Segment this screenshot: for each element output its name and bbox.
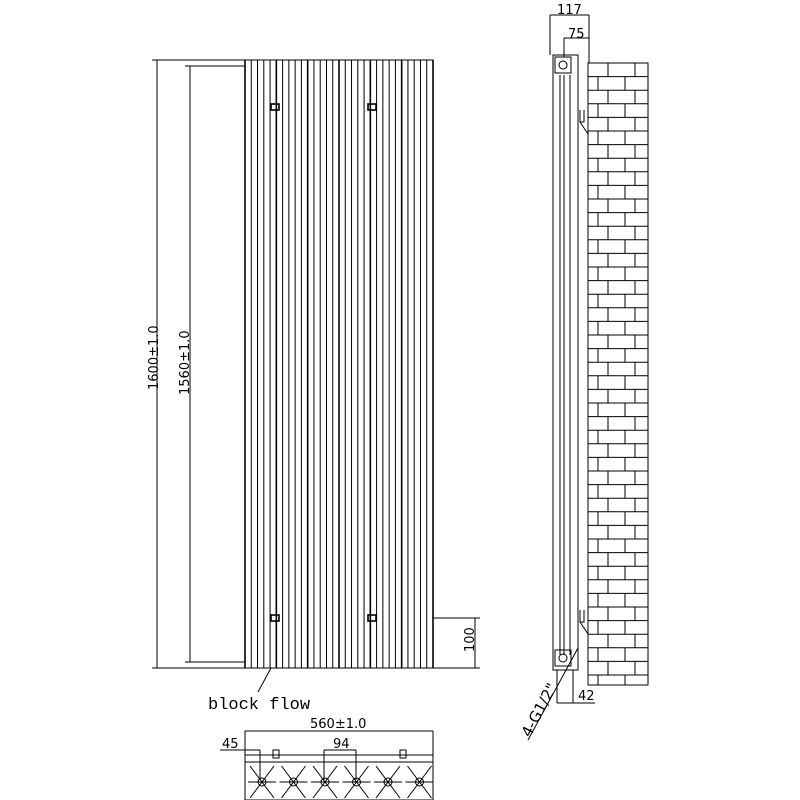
overall-width-label: 560±1.0 bbox=[310, 717, 366, 732]
bracket bbox=[270, 614, 280, 622]
plug-icon bbox=[558, 60, 568, 70]
side-view bbox=[552, 54, 589, 671]
wall-hook bbox=[579, 110, 589, 135]
side-panel bbox=[552, 54, 579, 671]
valve-box bbox=[554, 56, 572, 74]
bracket-tab bbox=[272, 749, 280, 759]
wall-hook bbox=[579, 610, 589, 635]
connection-label: 4-G1/2" bbox=[518, 680, 561, 740]
leader-line bbox=[257, 667, 272, 693]
brick-wall bbox=[587, 62, 649, 686]
valve-box bbox=[554, 649, 572, 667]
pipe-offset-label: 42 bbox=[578, 689, 595, 704]
overall-depth-label: 117 bbox=[557, 3, 582, 18]
wall-to-center-label: 75 bbox=[568, 27, 585, 42]
overall-height-label: 1600±1.0 bbox=[147, 325, 162, 390]
bracket-tab bbox=[399, 749, 407, 759]
bottom-offset-label: 100 bbox=[463, 627, 478, 652]
dimension-lines bbox=[152, 14, 595, 780]
bottom-section-view bbox=[244, 749, 434, 800]
section-outline bbox=[244, 754, 434, 800]
tube-pitch-label: 94 bbox=[333, 737, 350, 752]
wall-outline bbox=[587, 62, 649, 686]
bracket bbox=[367, 614, 377, 622]
bracket bbox=[367, 103, 377, 111]
block-flow-label: block flow bbox=[208, 696, 311, 715]
leader-line bbox=[527, 647, 579, 741]
plug-icon bbox=[558, 653, 568, 663]
front-view bbox=[244, 59, 434, 669]
edge-to-center-label: 45 bbox=[222, 737, 239, 752]
center-height-label: 1560±1.0 bbox=[178, 330, 193, 395]
bracket bbox=[270, 103, 280, 111]
